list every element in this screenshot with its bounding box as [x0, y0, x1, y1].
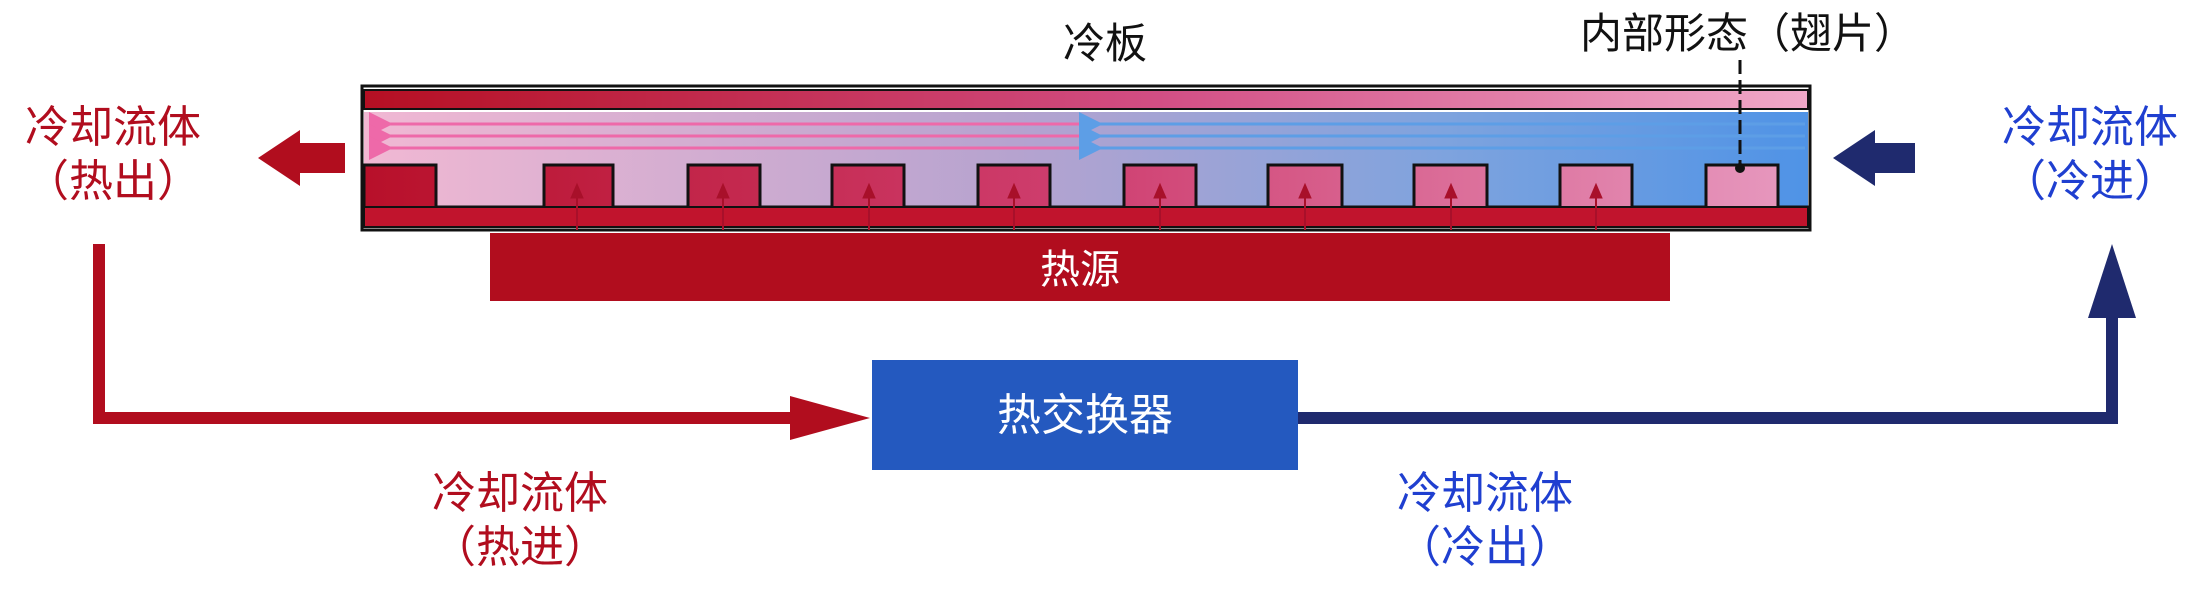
heat-exchanger-label: 热交换器 [997, 390, 1173, 441]
hot-out-fluid-label: 冷却流体 [25, 102, 201, 153]
hot-in-fluid-label: 冷却流体 [432, 468, 608, 519]
outlet-arrow-icon [258, 130, 345, 186]
heat-flux-arrowhead [570, 182, 584, 199]
heat-flux-arrowhead [716, 182, 730, 199]
internal-form-label: 内部形态（翅片） [1580, 9, 1916, 58]
cold-out-fluid-sublabel: （冷出） [1397, 522, 1573, 573]
cold-plate-top-wall [363, 89, 1809, 110]
cold-in-fluid-label: 冷却流体 [2002, 102, 2178, 153]
heat-flux-arrowhead [1444, 182, 1458, 199]
hot-return-arrowhead-icon [790, 396, 870, 440]
cold-supply-arrowhead-icon [2088, 244, 2136, 318]
heat-flux-arrowhead [862, 182, 876, 199]
hot-in-fluid-sublabel: （热进） [432, 522, 608, 573]
cold-plate-label: 冷板 [1063, 19, 1147, 68]
hot-out-fluid-sublabel: （热出） [25, 156, 201, 207]
cold-plate [360, 84, 1812, 232]
heat-flux-arrows [570, 182, 1603, 230]
flow-arrows [369, 112, 1805, 160]
hot-return-pipe-line [93, 244, 810, 424]
heat-flux-arrowhead [1589, 182, 1603, 199]
internal-form-leader-dot [1735, 163, 1745, 173]
cold-supply-pipe [1298, 244, 2136, 424]
heat-exchanger-block [872, 360, 1298, 470]
cold-out-fluid-label: 冷却流体 [1397, 468, 1573, 519]
cold-in-fluid-sublabel: （冷进） [2002, 156, 2178, 207]
heat-source-label: 热源 [1040, 247, 1120, 293]
heat-source-block [490, 233, 1670, 301]
hot-return-pipe [93, 244, 870, 440]
heat-flux-arrowhead [1153, 182, 1167, 199]
cold-plate-bottom-wall [363, 206, 1809, 228]
heat-flux-arrowhead [1007, 182, 1021, 199]
cold-supply-pipe-line [1298, 300, 2118, 424]
heat-flux-arrowhead [1298, 182, 1312, 199]
inlet-arrow-icon [1833, 130, 1915, 186]
